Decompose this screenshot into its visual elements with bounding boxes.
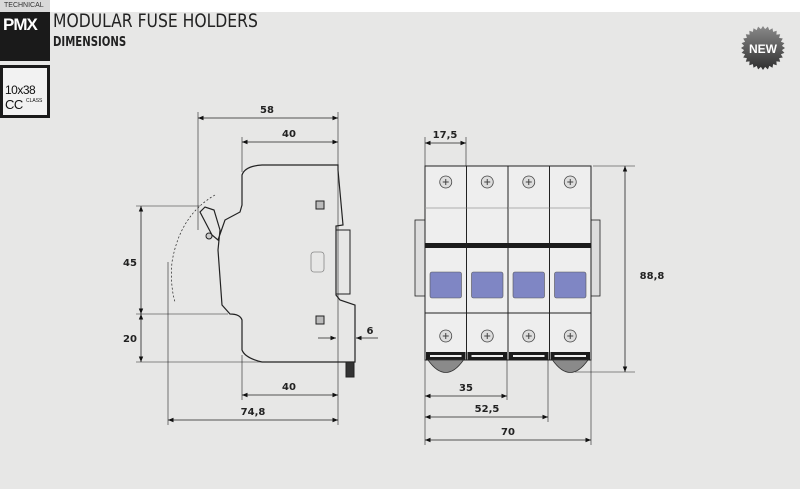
screw-slot-icon — [525, 333, 532, 339]
pole-black-bar — [508, 243, 550, 248]
page-subtitle: DIMENSIONS — [53, 35, 127, 50]
pole-body — [466, 165, 509, 361]
dim-label-52-5: 52,5 — [475, 404, 500, 415]
pole-body — [424, 165, 467, 361]
fuse-class-letters: CC — [5, 97, 23, 112]
pole-body — [507, 165, 550, 361]
din-foot — [551, 359, 589, 373]
new-badge: NEW — [741, 26, 785, 70]
side-body-outline — [199, 164, 356, 363]
dim-label-88-8: 88,8 — [640, 271, 665, 282]
dim-label-58: 58 — [260, 105, 274, 116]
pole-black-bar — [425, 243, 467, 248]
top-strip — [0, 0, 800, 12]
screw-lower — [315, 315, 325, 325]
new-badge-label: NEW — [749, 42, 778, 56]
front-view — [414, 137, 635, 445]
pole-black-bar — [549, 243, 591, 248]
logo-mark — [310, 251, 325, 273]
dim-label-45: 45 — [123, 258, 137, 269]
dim-label-40-top: 40 — [282, 129, 296, 140]
dim-label-70: 70 — [501, 427, 515, 438]
pole-black-bar — [466, 243, 508, 248]
fuse-class-badge: 10x38 CC CLASS — [0, 65, 50, 118]
pole-module — [424, 165, 467, 373]
screw-slot-icon — [442, 179, 449, 185]
dim-label-6: 6 — [367, 326, 374, 337]
left-ear — [414, 219, 426, 297]
screw-slot-icon — [567, 179, 574, 185]
fuse-window — [471, 271, 504, 299]
pole-body — [549, 165, 592, 361]
pole-module — [466, 165, 509, 361]
lever-arc — [171, 194, 216, 303]
bottom-clip — [345, 361, 355, 378]
lever-pivot — [205, 232, 213, 240]
screw-slot-icon — [525, 179, 532, 185]
pole-bottom-slot — [471, 355, 503, 357]
dim-label-40-bottom: 40 — [282, 382, 296, 393]
pole-bottom-slot — [554, 355, 586, 357]
screw-slot-icon — [484, 179, 491, 185]
pole-module — [507, 165, 550, 361]
front-view-labels: 17,5 88,8 35 52,5 70 — [433, 130, 665, 438]
dim-label-35: 35 — [459, 383, 473, 394]
pole-bottom-slot — [513, 355, 545, 357]
screw-slot-icon — [484, 333, 491, 339]
fuse-window — [554, 271, 587, 299]
pole-module — [549, 165, 592, 373]
din-foot — [427, 359, 465, 373]
fuse-window — [512, 271, 545, 299]
dim-label-74-8: 74,8 — [241, 407, 266, 418]
extension-lines — [136, 112, 345, 425]
category-label: TECHNICAL — [0, 0, 50, 12]
right-ear — [590, 219, 601, 297]
pole-bottom-slot — [430, 355, 462, 357]
screw-upper — [315, 200, 325, 210]
dim-label-20: 20 — [123, 334, 137, 345]
side-view-labels: 58 40 40 74,8 45 20 6 — [123, 105, 373, 418]
screw-slot-icon — [567, 333, 574, 339]
fuse-class-label: CLASS — [26, 98, 43, 104]
brand-logo: PMX — [0, 12, 50, 61]
fuse-window — [429, 271, 462, 299]
page-title: MODULAR FUSE HOLDERS — [53, 10, 258, 32]
side-view — [136, 112, 378, 425]
din-clip — [335, 229, 351, 295]
screw-slot-icon — [442, 333, 449, 339]
dim-label-17-5: 17,5 — [433, 130, 458, 141]
fuse-size: 10x38 — [5, 83, 36, 97]
